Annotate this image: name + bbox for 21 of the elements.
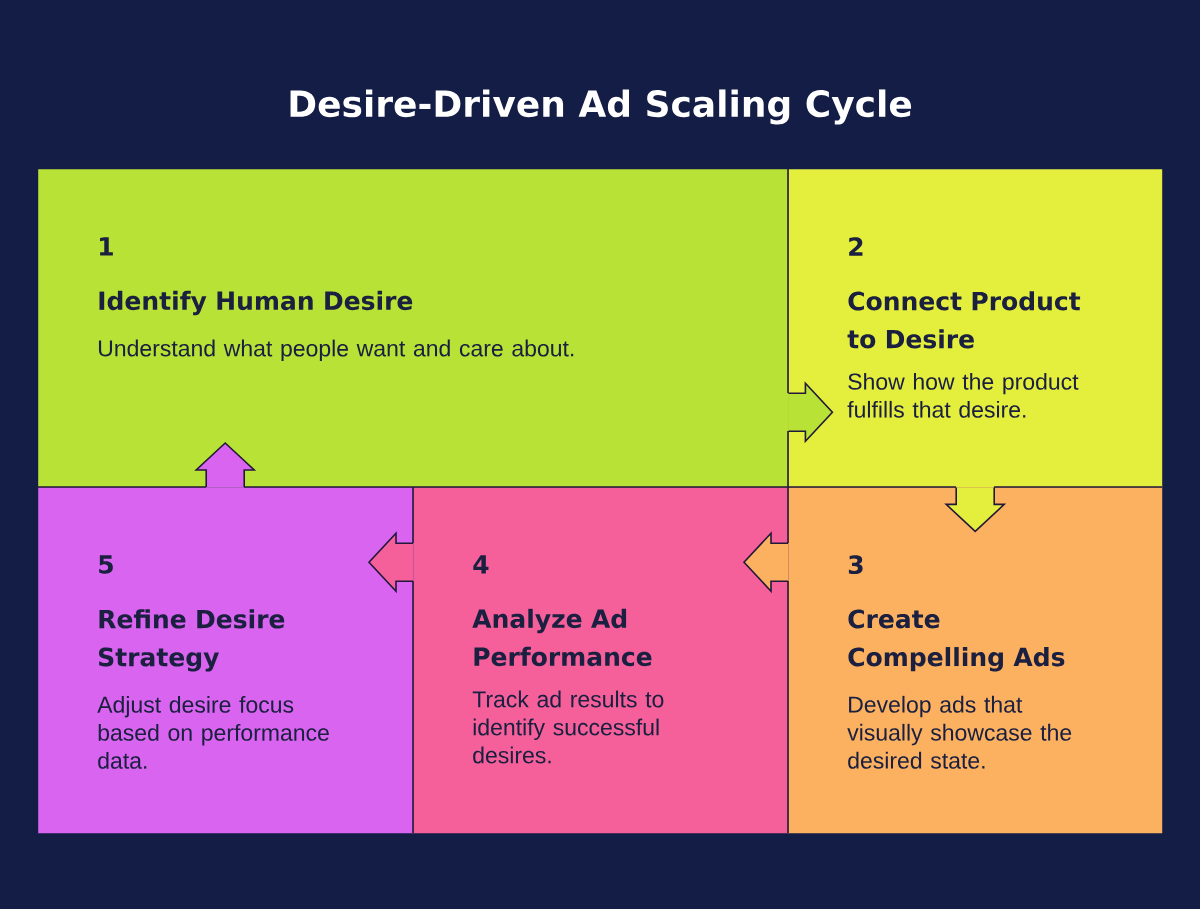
step-heading: Analyze Ad Performance (472, 608, 652, 667)
step-heading: Refine Desire Strategy (99, 609, 285, 672)
step-heading: Identify Human Desire (99, 290, 413, 316)
arrow (787, 381, 834, 444)
title: Desire-Driven Ad Scaling Cycle (290, 89, 912, 125)
step-description: Develop ads that visually showcase the desired state. (847, 695, 1072, 769)
step-number: 1 (100, 237, 113, 256)
step-number: 2 (849, 237, 863, 256)
step-description: Show how the product fulfills that desire. (847, 372, 1079, 418)
step-number: 5 (99, 555, 113, 574)
arrow (194, 441, 257, 488)
step-number: 3 (848, 555, 863, 575)
step-heading: Connect Product to Desire (847, 291, 1081, 349)
step-description: Adjust desire focus based on performance data. (97, 695, 329, 769)
arrow (742, 531, 789, 594)
step-heading: Create Compelling Ads (848, 609, 1065, 672)
step-description: Track ad results to identify successful desires. (472, 690, 664, 764)
step-number: 4 (473, 555, 489, 574)
arrow (944, 486, 1007, 533)
step-description: Understand what people want and care about. (99, 339, 574, 362)
arrow (367, 531, 414, 594)
